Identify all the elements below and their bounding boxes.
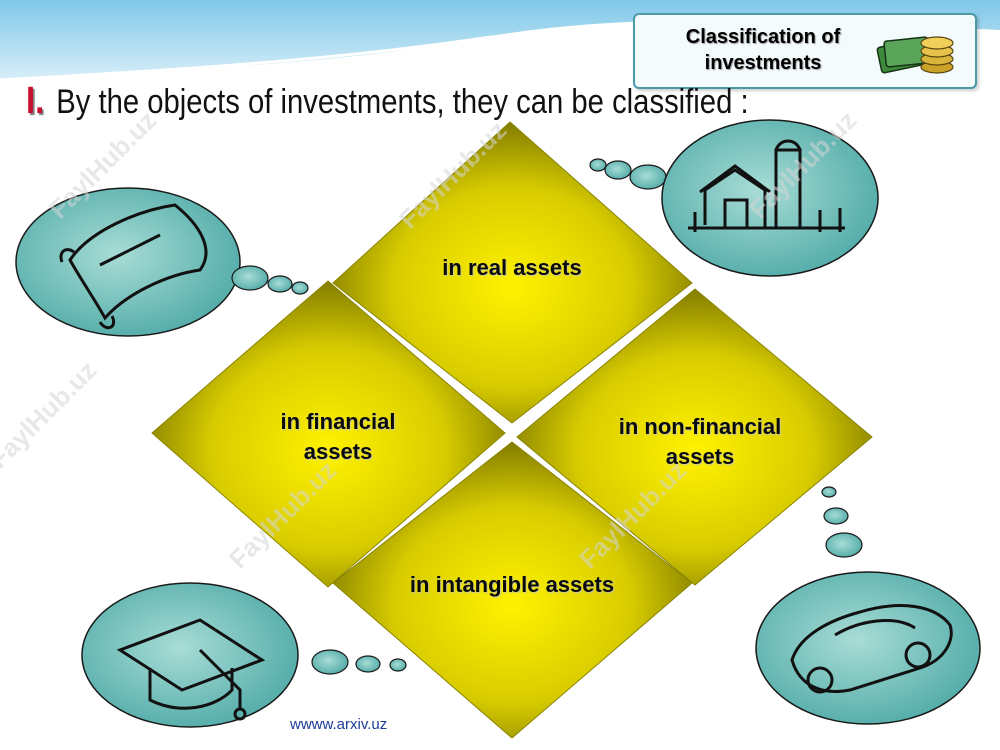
heading-text: By the objects of investments, they can …	[56, 83, 749, 121]
svg-text:FaylHub.uz: FaylHub.uz	[0, 355, 102, 474]
label-real-assets: in real assets	[442, 255, 582, 280]
car-icon	[790, 604, 953, 694]
money-stack-icon	[876, 36, 954, 74]
label-intangible-assets: in intangible assets	[409, 572, 615, 597]
diamond-non-financial-assets	[516, 288, 873, 586]
graduation-cap-icon	[116, 618, 266, 721]
diamond-intangible-assets	[332, 441, 693, 739]
footer-url: wwww.arxiv.uz	[290, 716, 388, 733]
badge-title-line1: Classification of	[685, 26, 841, 48]
cloud-top-left	[15, 187, 309, 337]
cloud-bottom-right	[755, 486, 981, 725]
label-non-financial-assets: in non-financial assets	[618, 414, 782, 469]
diamond-real-assets	[332, 121, 693, 424]
diamond-financial-assets	[151, 280, 506, 588]
scroll-icon	[59, 203, 208, 330]
slide-heading: I. By the objects of investments, they ca…	[26, 80, 749, 130]
badge-title-line2: investments	[704, 52, 822, 74]
label-financial-assets: in financial assets	[280, 409, 396, 464]
title-badge: Classification of investments	[633, 13, 977, 89]
heading-number: I.	[26, 80, 45, 122]
cloud-bottom-left	[81, 582, 407, 728]
cloud-top-right	[589, 119, 879, 277]
farm-icon	[688, 139, 845, 232]
badge-title: Classification of investments	[643, 24, 883, 76]
